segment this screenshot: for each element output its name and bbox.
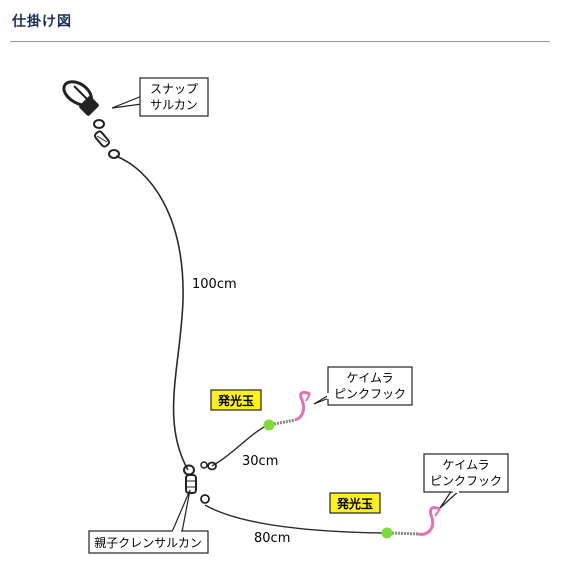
branch-line-80cm [204,504,387,534]
hook-1-label-line-2: ピンクフック [334,387,406,401]
three-way-swivel [183,461,217,504]
glow-tag-2: 発光玉 [329,492,381,514]
header-divider [10,41,550,42]
main-line [115,155,189,471]
hook-2-label-line-1: ケイムラ [443,458,490,472]
snap-swivel-label-line-1: スナップ [150,82,198,96]
page-title: 仕掛け図 [12,14,72,30]
hook-1 [273,390,311,426]
branch-30cm-length-label: 30cm [242,454,278,469]
callout-snap-swivel: スナップ サルカン [111,77,209,117]
glow-tag-1-label: 発光玉 [217,393,254,408]
glow-bead-1-icon [263,419,275,431]
snap-swivel-label-line-2: サルカン [150,98,198,112]
glow-bead-2-icon [381,527,393,539]
callout-hook-2: ケイムラ ピンクフック [423,453,509,509]
glow-tag-2-label: 発光玉 [336,496,373,511]
callout-hook-1: ケイムラ ピンクフック [313,366,413,406]
hook-1-label-line-1: ケイムラ [347,371,394,385]
snap-swivel [62,80,120,159]
three-way-swivel-label: 親子クレンサルカン [94,536,202,550]
hook-2 [391,506,441,536]
branch-line-30cm [211,424,269,467]
callout-three-way-swivel: 親子クレンサルカン [88,489,209,554]
hook-2-label-line-2: ピンクフック [430,474,502,488]
branch-80cm-length-label: 80cm [254,531,290,546]
main-line-length-label: 100cm [192,277,237,292]
header: 仕掛け図 [0,0,561,44]
glow-tag-1: 発光玉 [210,389,262,411]
